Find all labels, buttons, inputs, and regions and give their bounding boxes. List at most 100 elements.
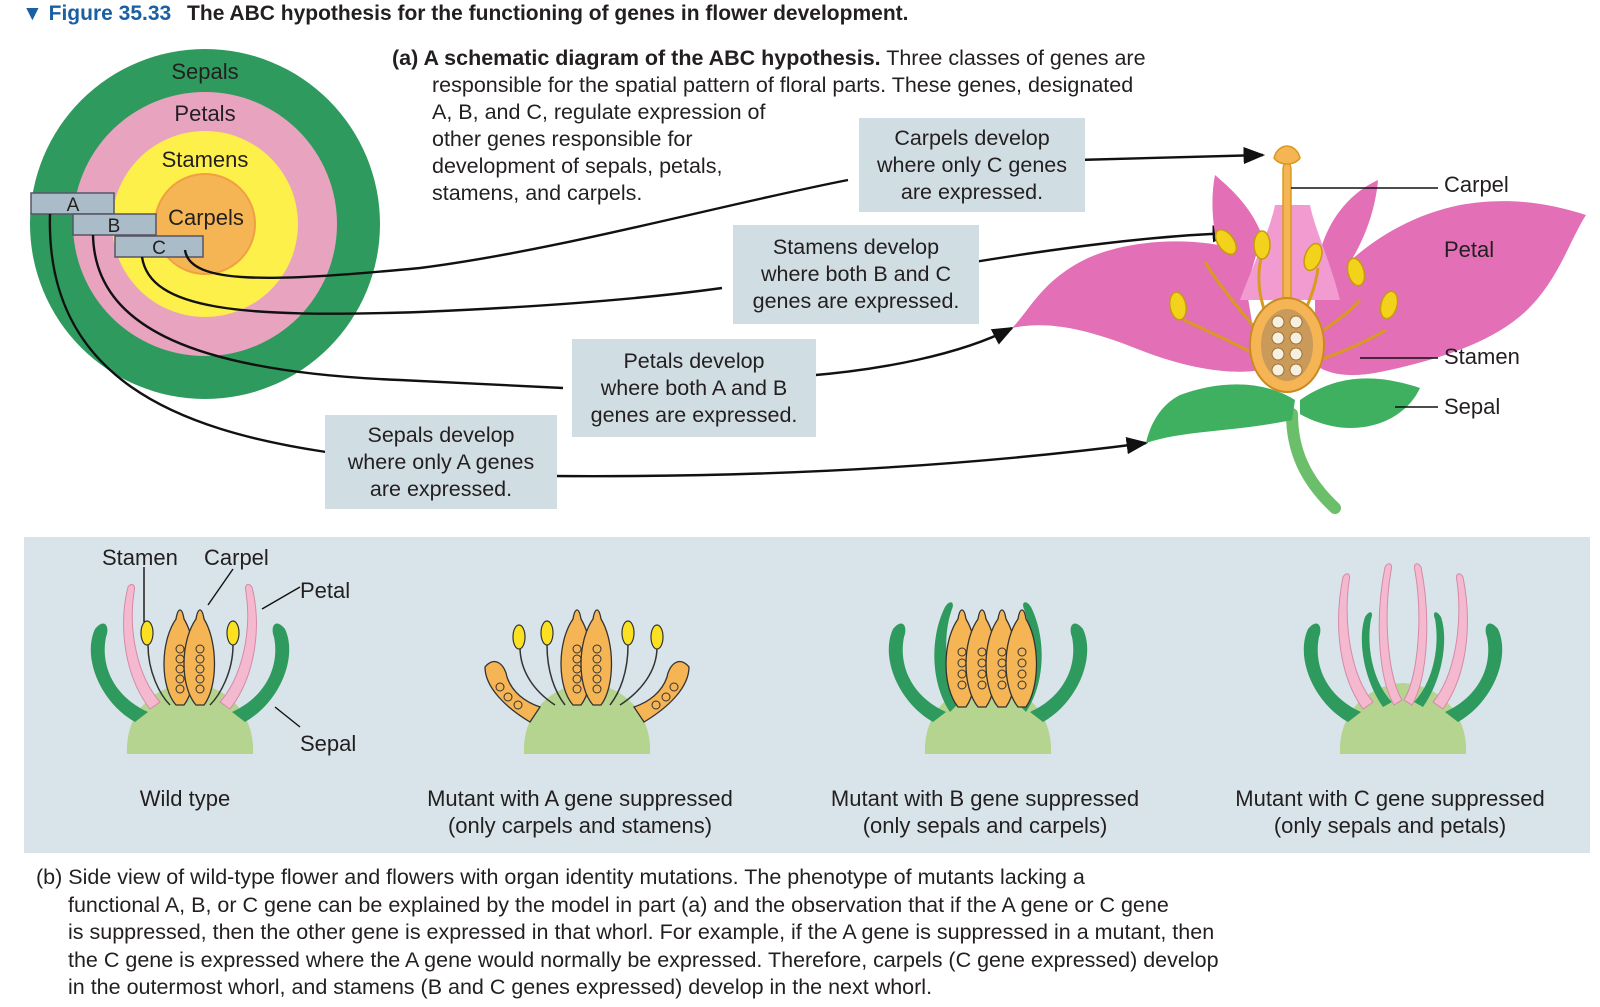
carpel-connector (183, 178, 849, 280)
figure-marker-icon: ▼ (22, 2, 43, 25)
anther (140, 620, 154, 646)
part-a-line-5: stamens, and carpels. (432, 181, 643, 205)
wt-sepal-label: Sepal (300, 731, 357, 756)
stamens-develop-box: Stamens develop where both B and C genes… (733, 225, 979, 324)
part-a-line-3: other genes responsible for (432, 127, 693, 151)
sepal (90, 623, 148, 722)
part-a-line-0: Three classes of genes are (880, 46, 1146, 70)
part-a-line-1: responsible for the spatial pattern of f… (432, 73, 1134, 97)
ovary-chamber (1261, 309, 1313, 381)
petal-arrow (804, 326, 1014, 378)
carpels-label: Carpels (168, 205, 244, 230)
part-a-line-2: A, B, and C, regulate expression of (432, 100, 766, 124)
flower-carpel-label: Carpel (1444, 172, 1509, 197)
flower-sepal-label: Sepal (1444, 394, 1501, 419)
sepals-develop-box: Sepals develop where only A genes are ex… (325, 415, 557, 509)
sepals-label: Sepals (171, 59, 238, 84)
sepal (888, 623, 946, 722)
flower-illustration (1012, 145, 1586, 514)
part-b-line-2: is suppressed, then the other gene is ex… (68, 920, 1215, 944)
carpel (1005, 609, 1038, 708)
carpels-develop-box: Carpels develop where only C genes are e… (859, 118, 1085, 212)
mutant-b-label: Mutant with B gene suppressed (only sepa… (830, 786, 1140, 838)
receptacle (523, 683, 651, 754)
carpel (183, 609, 216, 706)
ovules (1271, 315, 1303, 377)
mutant-c-label: Mutant with C gene suppressed (only sepa… (1235, 786, 1545, 838)
petal (1338, 573, 1374, 710)
carpel-arrow (1076, 146, 1266, 165)
carpel (580, 609, 613, 706)
sepal-connector (48, 213, 327, 454)
part-a-lead: (a) A schematic diagram of the ABC hypot… (392, 46, 881, 70)
figure-number: Figure 35.33 (48, 2, 172, 25)
gene-b-label: B (108, 216, 121, 237)
stamen-filament (609, 644, 629, 706)
stamens-label: Stamens (162, 147, 249, 172)
part-a-diagram: Sepals Petals Stamens Carpels A B C (30, 49, 1586, 514)
stamen-filament (619, 646, 658, 706)
stamen-filament (209, 644, 234, 706)
petal (123, 584, 161, 710)
gene-b-bar (72, 213, 157, 236)
carpel-style (1282, 161, 1292, 311)
wild-type-label: Wild type (139, 786, 231, 811)
flower-stem (1286, 408, 1341, 514)
mutant-a-label: Mutant with A gene suppressed (only carp… (427, 786, 733, 838)
wt-petal-label: Petal (300, 578, 351, 603)
part-a-caption: (a) A schematic diagram of the ABC hypot… (392, 45, 1212, 207)
petal (1403, 563, 1428, 706)
anther (650, 624, 664, 650)
mutant-a-outer-ovules (495, 682, 679, 710)
part-b-lead: (b) Side view of wild-type flower and fl… (36, 865, 739, 889)
mutant-a-inner-ovules (572, 644, 602, 694)
petals-develop-box: Petals develop where both A and B genes … (572, 339, 816, 437)
sepal-left (1146, 384, 1295, 443)
part-b-line-0: The phenotype of mutants lacking a (738, 865, 1085, 889)
petal (219, 584, 257, 710)
petal-back-right (1322, 180, 1378, 290)
anther (621, 620, 635, 646)
flower-petal-label: Petal (1444, 237, 1495, 262)
sepal (1414, 612, 1445, 707)
gene-a-label: A (67, 195, 80, 216)
part-b-caption: (b) Side view of wild-type flower and fl… (36, 864, 1536, 1002)
sepal (232, 623, 290, 722)
wt-carpel-leader (207, 568, 234, 606)
sepal-right (1300, 378, 1420, 428)
mutant-a-flower (484, 609, 690, 754)
anther (512, 624, 526, 650)
part-b-line-4: in the outermost whorl, and stamens (B a… (68, 975, 933, 999)
part-b-diagram (90, 563, 1503, 754)
sepal (1361, 612, 1392, 707)
wt-petal-leader (261, 586, 301, 610)
carpel (484, 661, 542, 723)
carpel-stigma (1273, 145, 1301, 165)
petal-connector (91, 234, 564, 390)
anther (540, 620, 554, 646)
stamen-arrow (967, 225, 1235, 265)
figure-title: ▼ Figure 35.33 The ABC hypothesis for th… (22, 0, 908, 28)
gene-c-bar (114, 235, 204, 258)
flower-stamen-label: Stamen (1444, 344, 1520, 369)
mutant-c-flower (1303, 563, 1503, 754)
wt-carpel-label: Carpel (204, 545, 269, 570)
sepal (1303, 623, 1361, 722)
sepal (1445, 623, 1503, 722)
wild-type-flower (90, 567, 301, 754)
part-a-line-4: development of sepals, petals, (432, 154, 723, 178)
carpel (632, 661, 690, 723)
mutant-b-flower (888, 602, 1088, 754)
petal-left (1012, 241, 1260, 372)
figure-title-text: The ABC hypothesis for the functioning o… (187, 2, 909, 25)
stamen-filament (519, 646, 556, 706)
stamen-filament (546, 644, 566, 706)
sepal-arrow (549, 436, 1149, 478)
part-b-line-1: functional A, B, or C gene can be explai… (68, 892, 1169, 917)
mutant-b-ovules (957, 647, 1027, 690)
petal (1432, 573, 1468, 710)
wt-ovules (175, 644, 205, 694)
stamen-connector (140, 256, 723, 315)
anthers (1169, 228, 1399, 321)
